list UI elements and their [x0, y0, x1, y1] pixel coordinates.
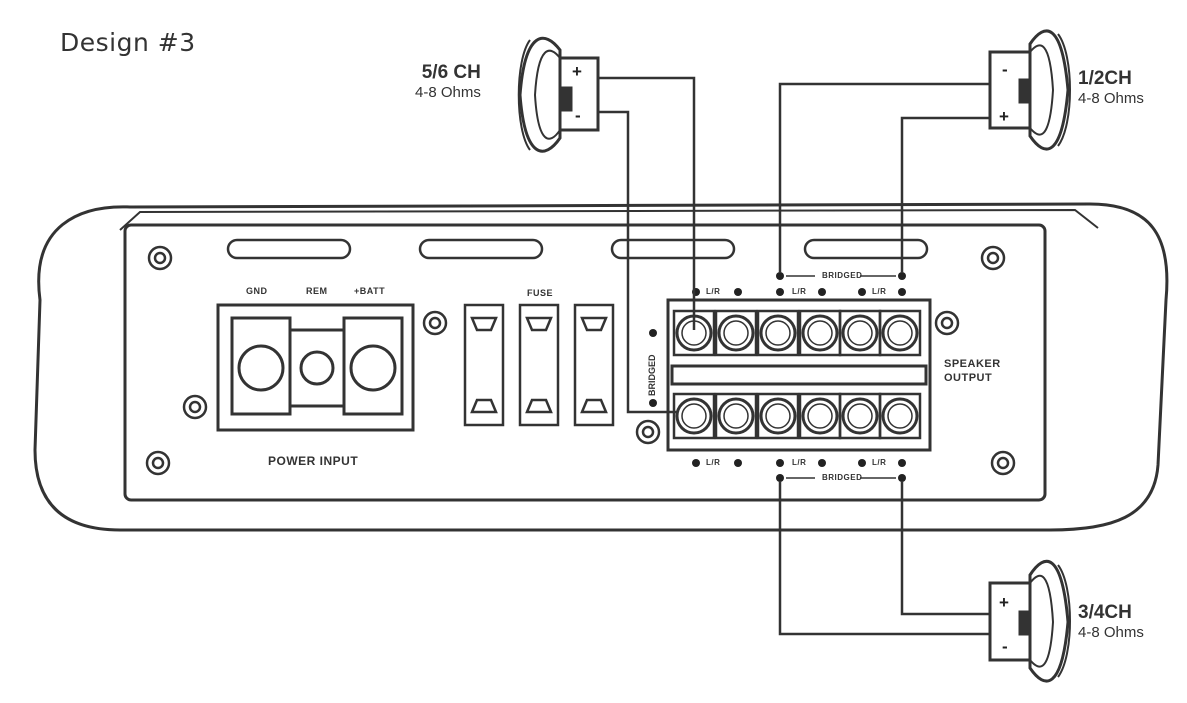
- speaker-terminal-block: [666, 298, 932, 452]
- impedance-1-2: 4-8 Ohms: [1078, 89, 1144, 107]
- diagram-title: Design #3: [60, 28, 196, 57]
- top-label-lr-1: L/R: [706, 287, 721, 296]
- terminal-bottom-4-frame: [798, 392, 842, 440]
- fuse-block: [463, 303, 615, 427]
- terminal-top-6: [881, 314, 919, 352]
- side-bridged-label: BRIDGED: [647, 354, 657, 396]
- bottom-label-lr-3: L/R: [872, 458, 887, 467]
- amp-top-ridge: [119, 208, 1099, 231]
- terminal-top-2-frame: [714, 309, 758, 357]
- terminal-row-bottom: [672, 392, 922, 440]
- terminal-top-6-screw: [887, 320, 913, 346]
- power-input-label: POWER INPUT: [268, 454, 359, 468]
- impedance-3-4: 4-8 Ohms: [1078, 623, 1144, 641]
- wire-3-4-plus: [900, 482, 990, 616]
- terminal-top-5-screw: [847, 320, 873, 346]
- terminal-bottom-5-screw: [847, 403, 873, 429]
- speaker-5-6: [517, 36, 600, 153]
- top-label-lr-2: L/R: [792, 287, 807, 296]
- bridged-arrows: [786, 275, 896, 479]
- terminal-bottom-2-frame: [714, 392, 758, 440]
- speaker-wires: [598, 76, 990, 636]
- terminal-top-2-screw: [723, 320, 749, 346]
- wire-3-4-minus: [778, 482, 990, 636]
- terminal-top-4-screw: [807, 320, 833, 346]
- channel-5-6: 5/6 CH: [421, 62, 481, 83]
- sign-56-minus: -: [575, 106, 581, 125]
- top-label-lr-3: L/R: [872, 287, 887, 296]
- bottom-label-lr-2: L/R: [792, 458, 807, 467]
- terminal-bottom-3-screw: [765, 403, 791, 429]
- speaker-label-1-2: 1/2CH 4-8 Ohms: [1078, 68, 1144, 107]
- label-batt: +BATT: [354, 286, 386, 296]
- top-bridged-label: BRIDGED: [822, 271, 863, 280]
- terminal-bottom-2: [717, 397, 755, 435]
- label-rem: REM: [306, 286, 328, 296]
- terminal-bottom-5-frame: [838, 392, 882, 440]
- wire-1-2-minus: [778, 82, 990, 272]
- bottom-bridged-label: BRIDGED: [822, 473, 863, 482]
- speaker-3-4: [988, 559, 1071, 683]
- terminal-top-2: [717, 314, 755, 352]
- terminal-bottom-2-screw: [723, 403, 749, 429]
- terminal-bottom-6-screw: [887, 403, 913, 429]
- sign-56-plus: +: [572, 62, 582, 81]
- terminal-bottom-1-screw: [681, 403, 707, 429]
- terminal-top-3-screw: [765, 320, 791, 346]
- terminal-bottom-1: [675, 397, 713, 435]
- speaker-label-3-4: 3/4CH 4-8 Ohms: [1078, 602, 1144, 641]
- channel-3-4: 3/4CH: [1078, 602, 1132, 623]
- terminal-top-5-frame: [838, 309, 882, 357]
- impedance-5-6: 4-8 Ohms: [415, 83, 481, 101]
- sign-34-plus: +: [999, 593, 1009, 612]
- bottom-label-lr-1: L/R: [706, 458, 721, 467]
- wire-5-6-plus: [598, 76, 696, 330]
- vent-slots: [226, 238, 929, 260]
- speaker-output-label-1: SPEAKER: [944, 358, 1001, 370]
- terminal-row-top: [672, 309, 922, 357]
- terminal-bottom-4-screw: [807, 403, 833, 429]
- terminal-top-4-frame: [798, 309, 842, 357]
- terminal-top-5: [841, 314, 879, 352]
- terminal-bottom-4: [801, 397, 839, 435]
- terminal-bottom-3-frame: [756, 392, 800, 440]
- power-input-block: [216, 303, 415, 432]
- terminal-top-4: [801, 314, 839, 352]
- terminal-bottom-3: [759, 397, 797, 435]
- label-gnd: GND: [246, 286, 268, 296]
- terminal-bottom-6: [881, 397, 919, 435]
- wire-5-6-minus: [598, 110, 678, 414]
- speaker-label-5-6: 5/6 CH 4-8 Ohms: [415, 62, 481, 101]
- sign-34-minus: -: [1002, 637, 1008, 656]
- terminal-bottom-6-frame: [878, 392, 922, 440]
- amp-outer-body: [33, 202, 1169, 532]
- amp-panel: [123, 223, 1047, 502]
- sign-12-minus: -: [1002, 60, 1008, 79]
- mounting-holes: [145, 245, 1016, 476]
- sign-12-plus: +: [999, 107, 1009, 126]
- terminal-bottom-1-frame: [672, 392, 716, 440]
- terminal-bottom-5: [841, 397, 879, 435]
- terminal-top-3-frame: [756, 309, 800, 357]
- channel-1-2: 1/2CH: [1078, 68, 1132, 89]
- speaker-1-2: [988, 29, 1071, 151]
- speaker-output-label-2: OUTPUT: [944, 372, 993, 384]
- fuse-label: FUSE: [527, 288, 554, 298]
- terminal-top-3: [759, 314, 797, 352]
- wire-1-2-plus: [900, 116, 990, 272]
- terminal-top-6-frame: [878, 309, 922, 357]
